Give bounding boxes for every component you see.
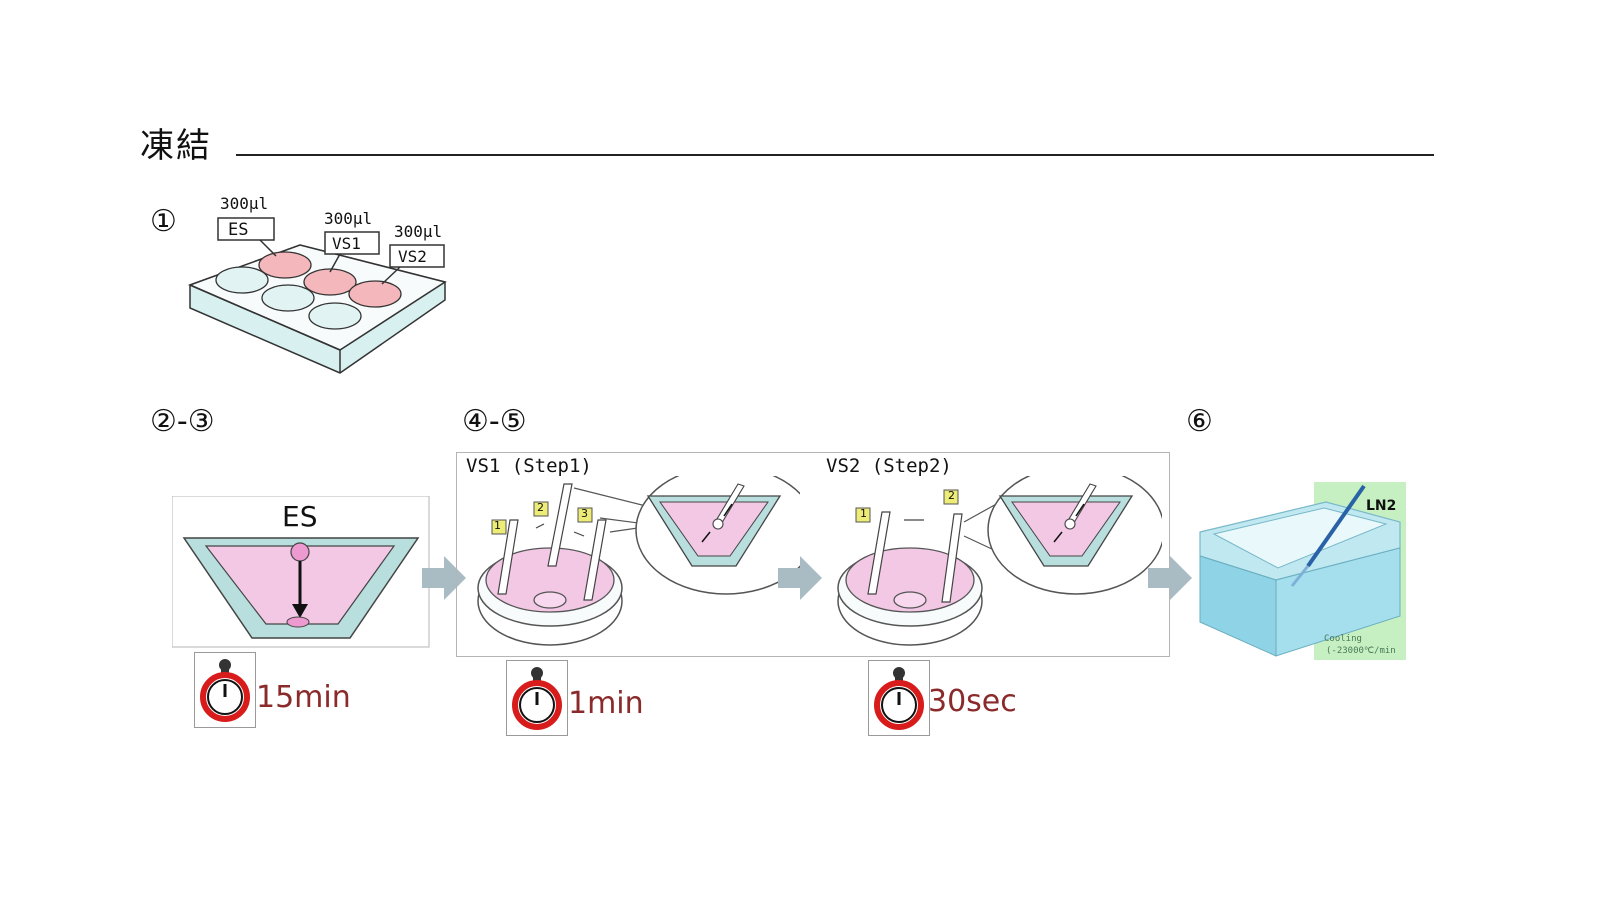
cooling-label: Cooling <box>1324 634 1362 644</box>
es-well-label: ES <box>228 220 249 240</box>
vs1-well-label: VS1 <box>332 234 361 253</box>
flow-arrow-3 <box>1148 556 1192 600</box>
vs2-pipette-1-number: 1 <box>860 507 867 520</box>
vs1-volume-label: 300μl <box>324 209 373 228</box>
vs2-pipette-2-number: 2 <box>948 489 955 502</box>
timer-icon-box-3 <box>868 660 930 736</box>
es-panel-label: ES <box>282 500 318 533</box>
vs1-pipette-2-number: 2 <box>537 501 544 514</box>
vs1-step-label: VS1 (Step1) <box>466 455 592 477</box>
vs2-step-label: VS2 (Step2) <box>826 455 952 477</box>
title-divider <box>236 154 1434 156</box>
vs1-well <box>303 268 357 296</box>
timer-label-3: 30sec <box>928 684 1017 719</box>
vs2-well <box>348 280 402 308</box>
culture-plate-illustration <box>187 217 447 374</box>
vs2-dish-illustration <box>837 476 1162 646</box>
es-volume-label: 300μl <box>220 194 269 213</box>
stopwatch-icon <box>200 659 250 722</box>
timer-label-2: 1min <box>568 686 644 721</box>
es-well <box>258 251 312 279</box>
timer-icon-box-2 <box>506 660 568 736</box>
step-number-4-5: ④-⑤ <box>462 404 527 439</box>
flow-arrow-1 <box>422 556 466 600</box>
stopwatch-icon <box>874 667 924 730</box>
flow-arrow-2 <box>778 556 822 600</box>
cooling-rate-label: (-23000℃/min <box>1326 646 1396 656</box>
vs1-pipette-3-number: 3 <box>581 507 588 520</box>
ln2-label: LN2 <box>1366 498 1397 514</box>
es-equilibration-panel <box>172 496 430 648</box>
timer-icon-box-1 <box>194 652 256 728</box>
step-number-1: ① <box>150 204 177 239</box>
stopwatch-icon <box>512 667 562 730</box>
page-title: 凍結 <box>140 126 212 166</box>
timer-label-1: 15min <box>256 680 351 715</box>
vs2-volume-label: 300μl <box>394 222 443 241</box>
step-number-2-3: ②-③ <box>150 404 215 439</box>
vs1-pipette-1-number: 1 <box>494 519 501 532</box>
step-number-6: ⑥ <box>1186 404 1213 439</box>
vitrification-panel <box>456 452 1170 657</box>
vs2-well-label: VS2 <box>398 247 427 266</box>
liquid-nitrogen-illustration <box>1199 482 1406 660</box>
vs1-dish-illustration <box>477 476 800 646</box>
